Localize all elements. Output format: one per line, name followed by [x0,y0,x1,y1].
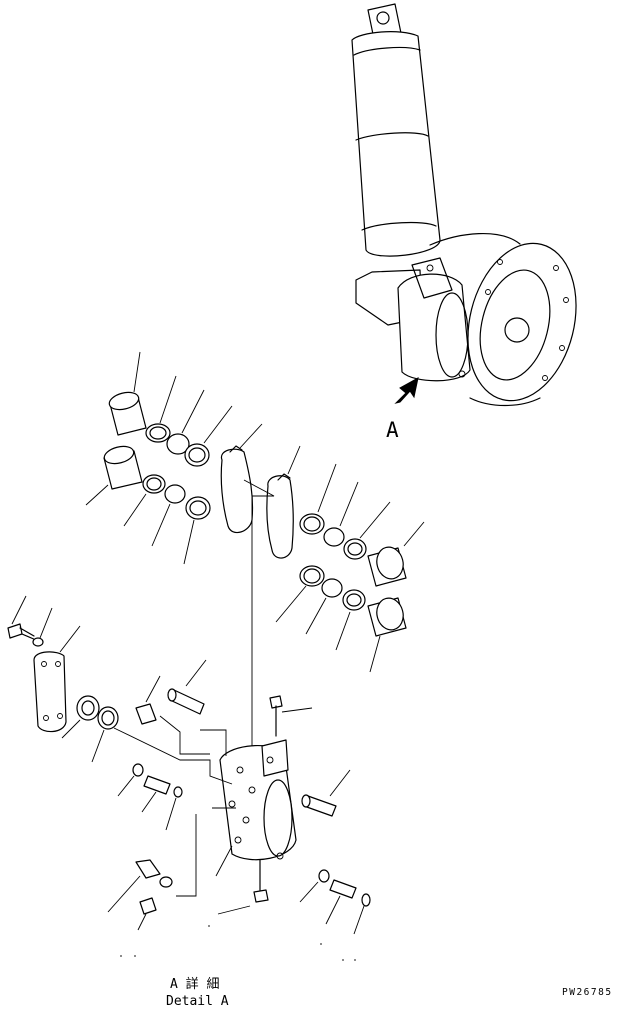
arrow-pointer-icon [394,377,419,404]
bolt-top-caliper [269,695,313,737]
piston-upper-right [367,521,425,587]
seal-rings-right [275,463,391,651]
detail-caption-english: Detail A [166,994,229,1009]
tick-marks [120,925,356,961]
cover-plate [33,625,81,733]
figure-code: PW26785 [562,987,613,998]
small-pin-left [117,763,183,831]
brake-pad-right [266,445,301,559]
guide-pin-right [301,769,351,817]
washer-left [32,607,53,647]
brake-housing [397,233,577,407]
bleeder-screw-bottom [137,897,157,931]
brake-pad-left [220,423,263,534]
seal-rings-left [123,375,233,565]
callout-letter: A [386,418,399,442]
caliper-body [215,739,297,877]
detail-caption-japanese: A 詳 細 [170,976,219,992]
piston-lower-right [367,597,407,673]
piston-upper-left [108,351,147,436]
bolt-left [7,595,37,641]
pins-bottom-right [299,869,371,935]
bolt-bottom-caliper [217,859,269,915]
dust-boots [61,695,119,763]
bleeder-valve [135,675,161,725]
grease-nipple [107,859,173,913]
guide-pin-upper [167,659,207,715]
piston-lower-left [85,445,143,506]
